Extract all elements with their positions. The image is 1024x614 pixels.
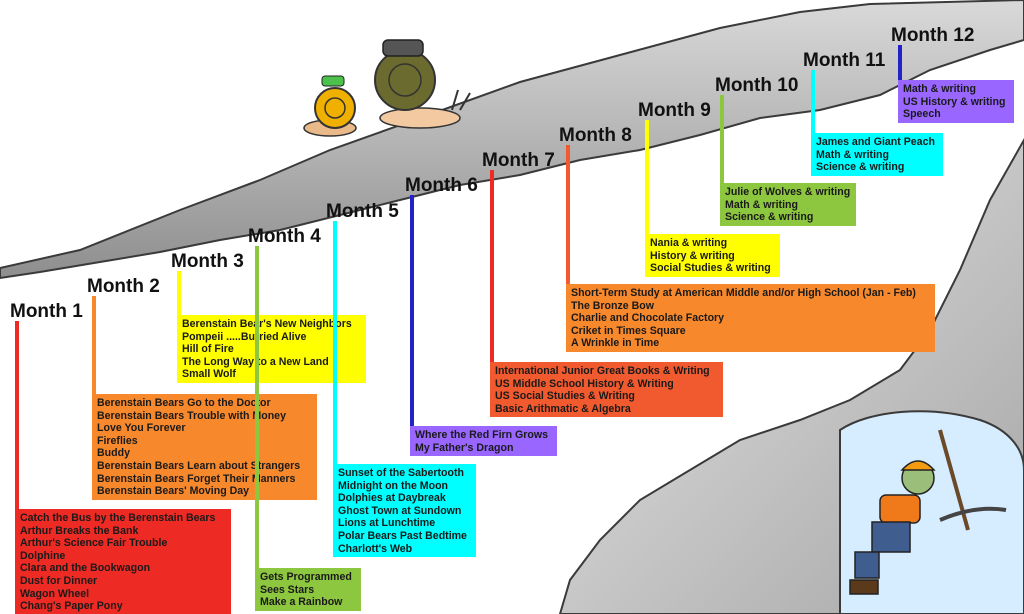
month-connector-line <box>898 45 902 84</box>
month-connector-line <box>645 120 649 238</box>
reading-list-item: Lions at Lunchtime <box>338 517 436 530</box>
reading-list-item: Sees Stars <box>260 583 315 596</box>
reading-list-item: Berenstain Bear's New Neighbors <box>182 318 352 330</box>
month-label: Month 1 <box>10 301 83 322</box>
reading-list-item: Berenstain Bears' Moving Day <box>97 485 250 498</box>
reading-list-item: Berenstain Bears Trouble with Money <box>97 409 286 422</box>
month-connector-line <box>92 296 96 398</box>
reading-list-item: James and Giant Peach <box>816 136 935 148</box>
reading-list-item: Wagon Wheel <box>20 587 90 600</box>
reading-list-item: Julie of Wolves & writing <box>725 186 851 198</box>
month-label: Month 5 <box>326 201 399 222</box>
reading-list-item: Gets Programmed <box>260 571 352 583</box>
month-connector-line <box>255 246 259 572</box>
reading-list-item: Love You Forever <box>97 422 186 435</box>
reading-list-item: Charlie and Chocolate Factory <box>571 312 725 325</box>
month-connector-line <box>490 170 494 366</box>
month-label: Month 7 <box>482 150 555 171</box>
reading-list-item: Nania & writing <box>650 237 728 249</box>
reading-list-item: Math & writing <box>725 198 798 211</box>
month-label: Month 10 <box>715 75 799 96</box>
reading-list-item: Buddy <box>97 447 130 460</box>
month-connector-line <box>15 321 19 513</box>
reading-list-item: Basic Arithmatic & Algebra <box>495 402 631 415</box>
reading-list-item: Pompeii .....Burried Alive <box>182 330 307 343</box>
reading-list-item: Social Studies & writing <box>650 262 771 275</box>
reading-list-item: Math & writing <box>903 83 976 95</box>
month-label: Month 11 <box>803 50 886 71</box>
month-connector-line <box>720 95 724 187</box>
snail-pair-icon <box>303 39 471 137</box>
reading-list-item: Charlott's Web <box>338 542 413 555</box>
reading-list-item: Speech <box>903 108 941 121</box>
reading-list-item: Catch the Bus by the Berenstain Bears <box>20 512 216 524</box>
reading-list-item: Sunset of the Sabertooth <box>338 467 464 479</box>
miner-with-pickaxe-icon <box>849 429 1007 595</box>
reading-list-item: US Social Studies & Writing <box>495 390 635 403</box>
reading-list-item: Science & writing <box>725 211 814 224</box>
month-label: Month 9 <box>638 100 711 121</box>
month-label: Month 3 <box>171 251 244 272</box>
reading-list-item: A Wrinkle in Time <box>571 337 660 350</box>
month-label: Month 2 <box>87 276 160 297</box>
reading-list-box: International Junior Great Books & Writi… <box>490 362 723 417</box>
month-label: Month 8 <box>559 125 632 146</box>
reading-list-item: Berenstain Bears Learn about Strangers <box>97 459 301 472</box>
reading-list-item: Midnight on the Moon <box>338 479 449 492</box>
reading-list-item: History & writing <box>650 249 735 262</box>
reading-list-item: US Middle School History & Writing <box>495 377 674 390</box>
reading-list-item: Ghost Town at Sundown <box>338 504 462 517</box>
reading-list-item: US History & writing <box>903 95 1006 108</box>
reading-list-item: Dolphine <box>20 549 66 562</box>
reading-list-item: Polar Bears Past Bedtime <box>338 529 467 542</box>
reading-list-item: The Bronze Bow <box>571 299 654 312</box>
reading-list-item: My Father's Dragon <box>415 441 514 454</box>
reading-list-item: Hill of Fire <box>182 343 234 356</box>
reading-list-item: Make a Rainbow <box>260 596 343 609</box>
month-connector-line <box>410 195 414 430</box>
month-label: Month 6 <box>405 175 478 196</box>
reading-list-item: Criket in Times Square <box>571 324 686 337</box>
reading-list-item: Dust for Dinner <box>20 574 98 587</box>
reading-list-item: Berenstain Bears Go to the Doctor <box>97 397 271 409</box>
reading-list-item: Berenstain Bears Forget Their Manners <box>97 472 296 485</box>
reading-list-item: Arthur's Science Fair Trouble <box>20 537 168 550</box>
reading-list-item: Where the Red Firn Grows <box>415 429 549 441</box>
month-connector-line <box>177 271 181 319</box>
reading-list-box: Short-Term Study at American Middle and/… <box>566 284 935 352</box>
reading-list-item: Dolphies at Daybreak <box>338 492 446 505</box>
reading-list-item: Small Wolf <box>182 368 236 381</box>
reading-list-item: Short-Term Study at American Middle and/… <box>571 287 916 299</box>
reading-list-item: Arthur Breaks the Bank <box>20 524 139 537</box>
month-label: Month 12 <box>891 25 975 46</box>
reading-list-item: Clara and the Bookwagon <box>20 562 151 575</box>
month-connector-line <box>566 145 570 288</box>
month-label: Month 4 <box>248 226 321 247</box>
month-connector-line <box>333 221 337 468</box>
reading-list-item: Chang's Paper Pony <box>20 600 123 613</box>
reading-list-item: International Junior Great Books & Writi… <box>495 365 710 377</box>
reading-list-item: Fireflies <box>97 434 138 447</box>
month-connector-line <box>811 70 815 137</box>
reading-list-item: Science & writing <box>816 161 905 174</box>
reading-list-item: Math & writing <box>816 148 889 161</box>
